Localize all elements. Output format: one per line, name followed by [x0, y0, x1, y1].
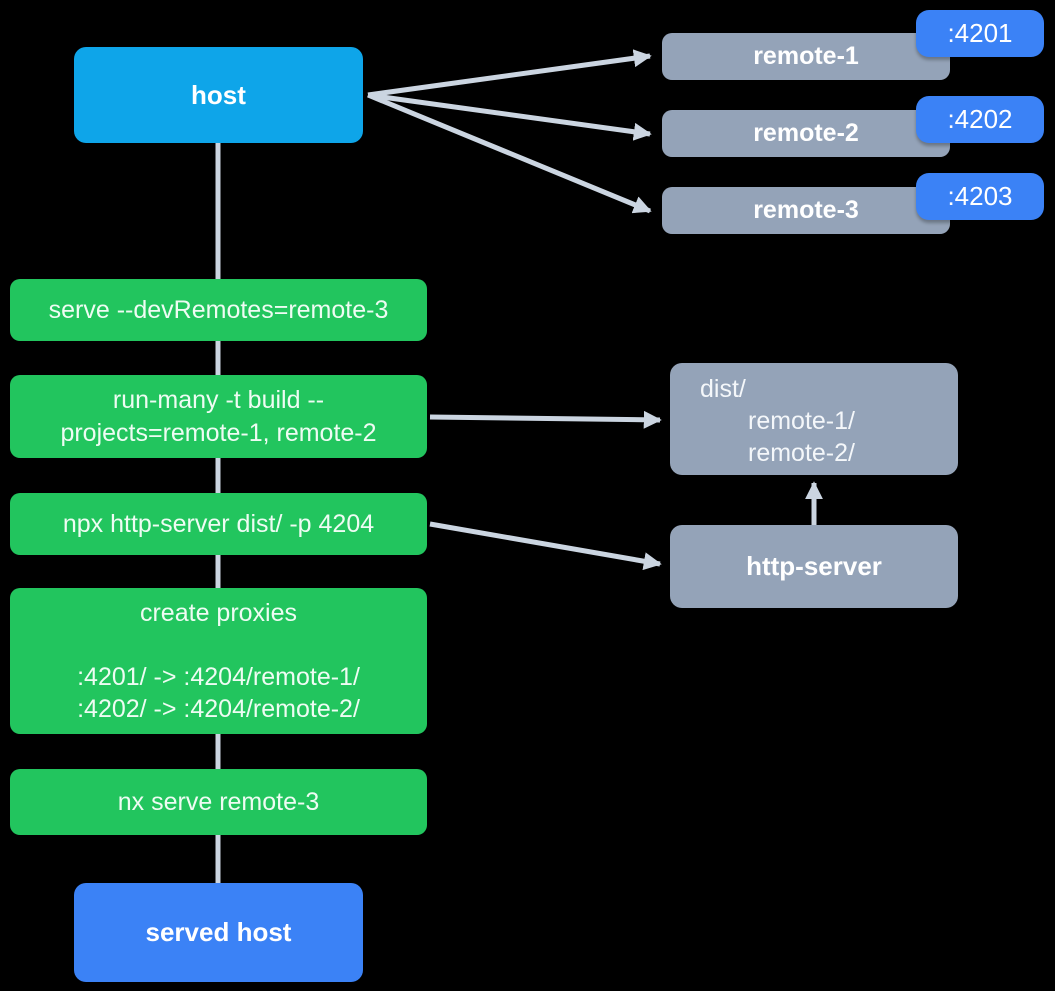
step-create-proxies-rule-1: :4201/ -> :4204/remote-1/ — [77, 663, 360, 691]
arrow-host-to-remote-1 — [367, 49, 652, 98]
step-nx-serve-remote-3: nx serve remote-3 — [10, 769, 427, 835]
arrow-build-to-dist — [429, 410, 662, 429]
node-served-host: served host — [74, 883, 363, 982]
port-badge-4201: :4201 — [916, 10, 1044, 57]
step-create-proxies-rule-2: :4202/ -> :4204/remote-2/ — [77, 695, 360, 723]
step-create-proxies: create proxies :4201/ -> :4204/remote-1/… — [10, 588, 427, 734]
node-remote-1-label: remote-1 — [753, 42, 859, 70]
step-npx-http-server-text: npx http-server dist/ -p 4204 — [62, 509, 375, 538]
node-remote-1: remote-1 — [662, 33, 950, 80]
node-dist-folder: dist/ remote-1/ remote-2/ — [670, 363, 958, 475]
node-remote-2: remote-2 — [662, 110, 950, 157]
port-badge-4201-label: :4201 — [947, 18, 1013, 48]
node-served-host-label: served host — [145, 917, 292, 947]
node-http-server: http-server — [670, 525, 958, 608]
node-host: host — [74, 47, 363, 143]
dist-folder-remote-1: remote-1/ — [748, 407, 855, 435]
step-nx-serve-remote-3-text: nx serve remote-3 — [117, 787, 320, 816]
step-npx-http-server: npx http-server dist/ -p 4204 — [10, 493, 427, 555]
node-remote-2-label: remote-2 — [753, 119, 859, 147]
step-create-proxies-title: create proxies — [139, 599, 298, 627]
node-http-server-label: http-server — [746, 551, 882, 581]
dist-folder-root: dist/ — [700, 375, 746, 403]
dist-folder-remote-2: remote-2/ — [748, 439, 855, 467]
port-badge-4202: :4202 — [916, 96, 1044, 143]
step-serve-dev-remotes: serve --devRemotes=remote-3 — [10, 279, 427, 341]
step-run-many-build: run-many -t build -- projects=remote-1, … — [10, 375, 427, 458]
arrow-host-to-remote-3 — [367, 92, 652, 214]
step-serve-dev-remotes-text: serve --devRemotes=remote-3 — [48, 295, 389, 324]
node-host-label: host — [191, 79, 246, 110]
step-run-many-build-line-1: run-many -t build -- — [112, 385, 325, 414]
arrow-http-cmd-to-http-server — [429, 521, 662, 571]
step-run-many-build-line-2: projects=remote-1, remote-2 — [60, 418, 377, 447]
port-badge-4203-label: :4203 — [947, 181, 1013, 211]
node-remote-3: remote-3 — [662, 187, 950, 234]
port-badge-4203: :4203 — [916, 173, 1044, 220]
port-badge-4202-label: :4202 — [947, 104, 1013, 134]
node-remote-3-label: remote-3 — [753, 196, 859, 224]
arrow-host-to-remote-2 — [367, 92, 652, 141]
